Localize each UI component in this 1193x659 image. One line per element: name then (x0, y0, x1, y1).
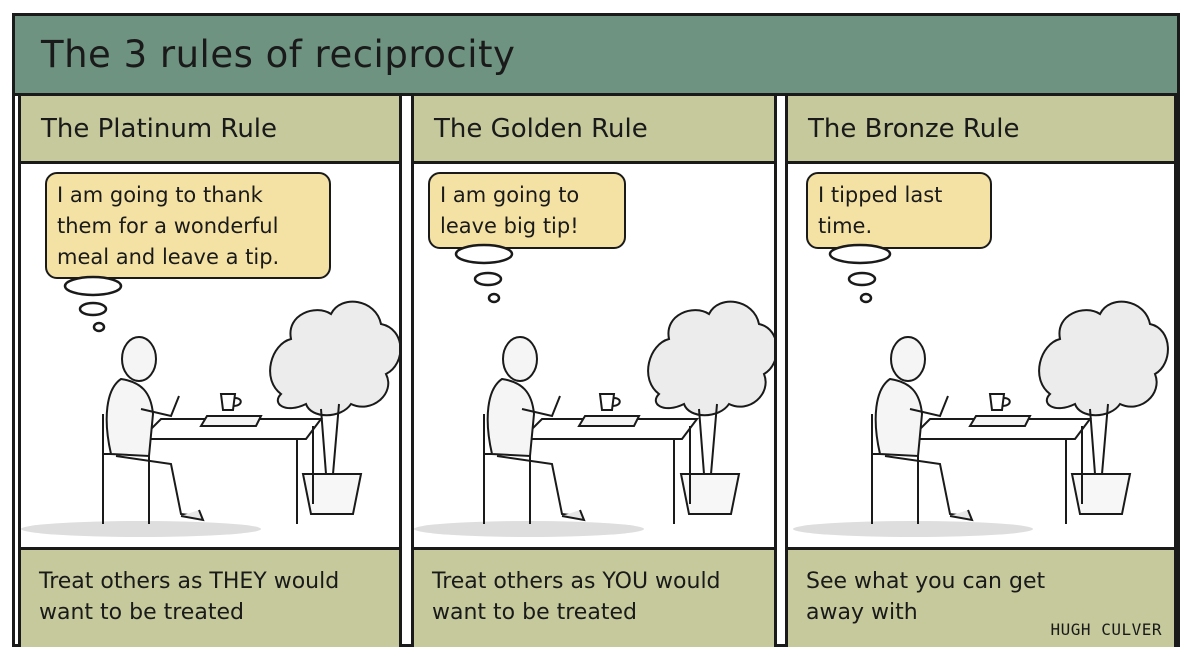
table-icon (907, 415, 1092, 524)
floor-shadow (21, 521, 261, 537)
diner-scene: I tipped last time. (788, 164, 1174, 547)
floor-shadow (414, 521, 644, 537)
thought-bubble: I tipped last time. (806, 172, 992, 249)
panel-caption: See what you can get away with HUGH CULV… (788, 547, 1174, 647)
diner-illustration (793, 300, 1169, 537)
panel-title: The Golden Rule (434, 114, 648, 144)
plant-icon (269, 300, 399, 515)
table-icon (138, 415, 323, 524)
plant-icon (647, 300, 774, 515)
coffee-cup-icon (598, 393, 621, 411)
coffee-cup-icon (219, 393, 242, 411)
thought-dots (828, 243, 892, 304)
diner-illustration (414, 300, 774, 537)
panel-title: The Bronze Rule (808, 114, 1020, 144)
diner-person-icon (102, 336, 205, 524)
panel-bronze: The Bronze Rule (785, 96, 1177, 647)
diner-scene: I am going to thank them for a wonderful… (21, 164, 399, 547)
diner-illustration (21, 300, 399, 537)
thought-dots (63, 275, 123, 333)
panel-golden: The Golden Rule (411, 96, 777, 647)
thought-dots (454, 243, 514, 304)
table-icon (519, 415, 699, 524)
floor-shadow (793, 521, 1033, 537)
panel-caption: Treat others as THEY would want to be tr… (21, 547, 399, 647)
panel-header: The Golden Rule (414, 96, 774, 164)
panel-header: The Platinum Rule (21, 96, 399, 164)
thought-text: I am going to thank them for a wonderful… (57, 183, 280, 269)
panel-caption: Treat others as YOU would want to be tre… (414, 547, 774, 647)
plant-icon (1038, 300, 1169, 515)
diner-person-icon (871, 336, 974, 524)
diner-person-icon (483, 336, 586, 524)
thought-bubble: I am going to leave big tip! (428, 172, 626, 249)
panel-platinum: The Platinum Rule (18, 96, 402, 647)
artist-signature: HUGH CULVER (1050, 620, 1162, 639)
coffee-cup-icon (988, 393, 1011, 411)
panel-header: The Bronze Rule (788, 96, 1174, 164)
caption-text: Treat others as YOU would want to be tre… (432, 569, 721, 625)
comic-frame: The 3 rules of reciprocity The Platinum … (12, 13, 1180, 647)
title-bar: The 3 rules of reciprocity (15, 16, 1177, 96)
comic-title: The 3 rules of reciprocity (41, 33, 516, 76)
thought-bubble: I am going to thank them for a wonderful… (45, 172, 331, 279)
diner-scene: I am going to leave big tip! (414, 164, 774, 547)
caption-text: Treat others as THEY would want to be tr… (39, 569, 340, 625)
caption-text: See what you can get away with (806, 569, 1046, 625)
panel-title: The Platinum Rule (41, 114, 278, 144)
thought-text: I tipped last time. (818, 183, 943, 238)
thought-text: I am going to leave big tip! (440, 183, 580, 238)
